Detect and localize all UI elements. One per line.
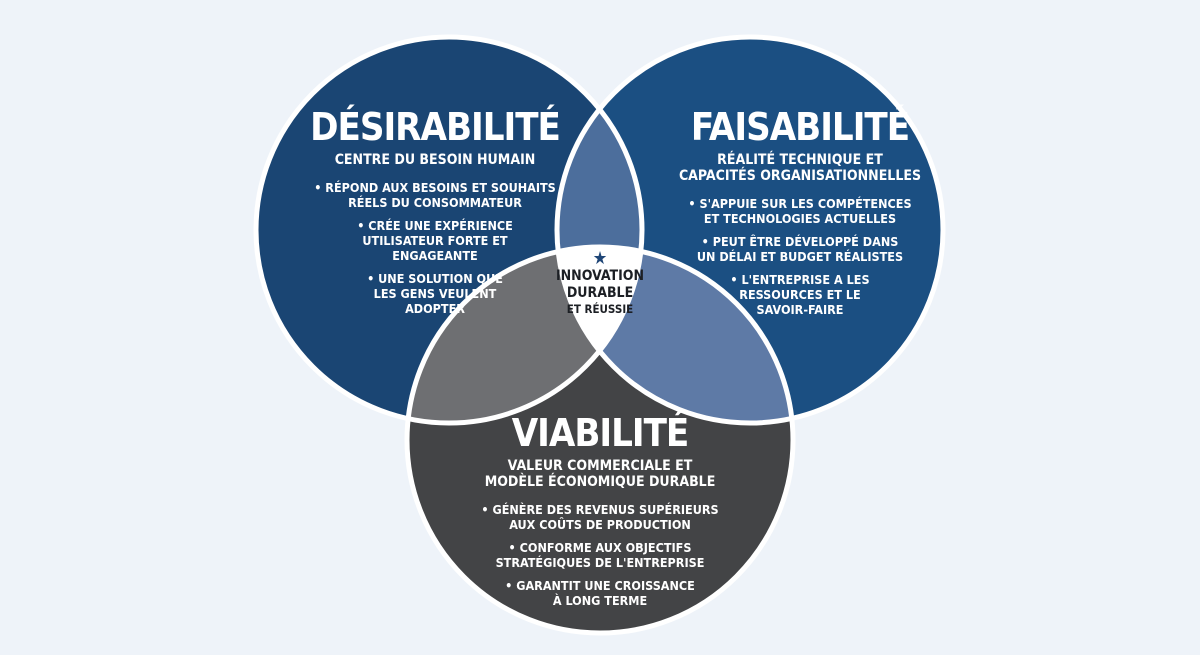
- desirability-bullet: • Répond aux besoins et souhaits réels d…: [314, 180, 556, 210]
- feasibility-title: Faisabilité: [690, 105, 910, 149]
- center-line-3: et réussie: [566, 302, 634, 316]
- desirability-subtitle: Centre du besoin humain: [334, 152, 536, 168]
- viability-bullet: • Conforme aux objectifs stratégiques de…: [495, 540, 705, 570]
- feasibility-bullet: • Peut être développé dans un délai et b…: [696, 234, 904, 264]
- feasibility-block: Faisabilité Réalité technique et capacit…: [650, 106, 950, 325]
- feasibility-outline: [554, 34, 946, 426]
- center-label: ★ Innovation durable et réussie: [540, 250, 660, 317]
- desirability-outline: [253, 34, 645, 426]
- feasibility-subtitle: Réalité technique et capacités organisat…: [678, 152, 922, 184]
- feasibility-bullets: • S'appuie sur les compétences et techno…: [650, 196, 950, 317]
- overlap-desirability-viability: [407, 247, 642, 423]
- desirability-bullets: • Répond aux besoins et souhaits réels d…: [290, 180, 580, 316]
- star-icon: ★: [592, 248, 608, 269]
- desirability-bullet: • Une solution que les gens veulent adop…: [367, 271, 503, 316]
- viability-subtitle: Valeur commerciale et modèle économique …: [484, 458, 716, 490]
- viability-bullet: • Garantit une croissance à long terme: [505, 578, 695, 608]
- desirability-title: Désirabilité: [310, 105, 561, 149]
- center-line-1: Innovation: [555, 268, 645, 284]
- viability-outline: [404, 244, 796, 636]
- viability-bullets: • Génère des revenus supérieurs aux coût…: [435, 502, 765, 608]
- center-line-2: durable: [566, 285, 634, 301]
- feasibility-bullet: • L'entreprise a les ressources et le sa…: [730, 272, 870, 317]
- viability-title: Viabilité: [511, 411, 690, 455]
- viability-block: Viabilité Valeur commerciale et modèle é…: [435, 412, 765, 616]
- viability-bullet: • Génère des revenus supérieurs aux coût…: [481, 502, 719, 532]
- desirability-block: Désirabilité Centre du besoin humain • R…: [290, 106, 580, 324]
- desirability-bullet: • Crée une expérience utilisateur forte …: [357, 218, 513, 263]
- feasibility-bullet: • S'appuie sur les compétences et techno…: [688, 196, 912, 226]
- overlap-feasibility-viability: [557, 247, 793, 423]
